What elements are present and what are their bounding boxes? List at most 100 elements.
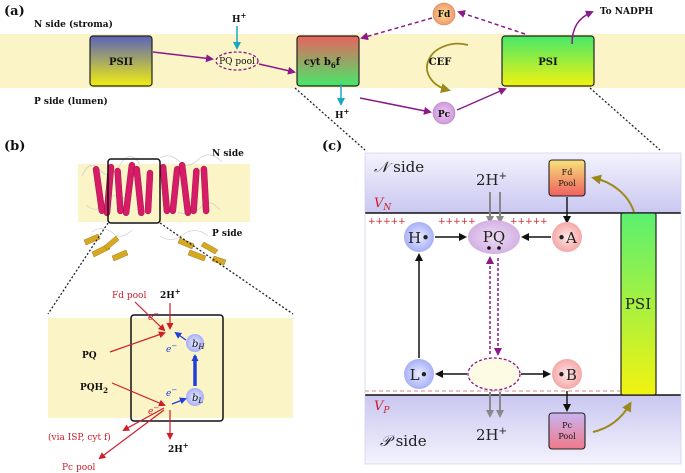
red-arrow-pqh2-to-qp	[111, 382, 166, 407]
psi-bar	[620, 212, 657, 396]
highlight-box-b	[107, 158, 161, 224]
pq-pool-ellipse	[215, 51, 259, 71]
zoom-line-left-a	[294, 87, 366, 151]
fd-pool-label-b: Fd pool	[112, 291, 146, 301]
psii-label: PSII	[109, 57, 133, 68]
arrow-psi-fd	[457, 10, 526, 35]
heme-bl	[186, 388, 204, 406]
psii-box	[89, 35, 153, 87]
arrow-cyt-pc	[359, 97, 432, 115]
panel-c-label: (c)	[322, 139, 342, 154]
site-qp-empty	[467, 357, 521, 391]
blue-arrow-qp-to-bl	[171, 397, 187, 405]
p-side-label-b: P side	[212, 229, 243, 239]
two-h-top-b: 2H+	[160, 287, 181, 301]
n-side-band	[365, 153, 681, 213]
cef-label: CEF	[429, 57, 452, 68]
site-l-label: L•	[410, 366, 429, 384]
fd-node	[432, 2, 456, 26]
protein-structure-illustration	[81, 154, 227, 266]
to-nadph-label: To NADPH	[600, 7, 654, 17]
cef-cycle-arrow	[426, 42, 469, 94]
red-arrow-fd-to-qn	[134, 301, 166, 332]
vp-label: VP	[374, 399, 390, 416]
p-side-label: P side (lumen)	[34, 96, 108, 107]
site-pq-label: PQ	[483, 228, 505, 246]
pc-pool-line1: Pc	[562, 421, 572, 430]
pc-pool-line2: Pool	[558, 432, 576, 441]
e-minus-top: e−	[148, 310, 159, 323]
fd-label: Fd	[438, 10, 451, 20]
site-pq	[468, 220, 520, 254]
psi-box	[501, 35, 595, 87]
pq-label-b: PQ	[82, 351, 97, 361]
zoom-line-right-a	[589, 87, 661, 151]
two-h-bottom-b: 2H+	[168, 441, 189, 455]
via-label-b: (via ISP, cyt f)	[48, 432, 111, 443]
fd-pool-line1: Fd	[562, 168, 573, 177]
pq-pool-label: PQ pool	[219, 57, 255, 67]
site-h-label: H•	[408, 229, 430, 247]
h-plus-top-a: H+	[232, 11, 247, 25]
site-b	[552, 359, 582, 389]
fd-pool-box	[548, 159, 586, 197]
olive-arrow-pc-to-psi	[592, 401, 632, 433]
psi-label-c: PSI	[625, 295, 651, 313]
e-minus-bottom: e−	[148, 404, 159, 417]
cytb6f-label: cyt b6f	[304, 57, 341, 70]
red-arrow-pq-to-qn	[109, 331, 166, 353]
e-minus-blue-top: e−	[166, 342, 177, 355]
p-side-band	[365, 395, 681, 464]
e-minus-blue-bottom: e−	[166, 386, 177, 399]
arrow-to-nadph	[571, 10, 594, 45]
site-a-label: •A	[557, 229, 577, 247]
cytb6f-detail-box	[130, 314, 224, 422]
red-arrow-qp-to-pcpool	[98, 409, 165, 460]
vn-label: VN	[374, 196, 392, 213]
pq-electron-2	[497, 246, 501, 250]
heme-bh-label: bH	[192, 339, 205, 351]
panel-c-frame	[364, 152, 682, 465]
n-side-label: N side (stroma)	[34, 19, 113, 30]
two-h-top-c: 2H+	[476, 171, 507, 189]
olive-arrow-psi-to-fd	[591, 174, 635, 213]
panel-a-label: (a)	[4, 4, 25, 19]
pluses-right: +++++	[510, 217, 548, 227]
panel-b: (b) N side P side	[4, 139, 294, 473]
membrane-band-b-detail	[48, 318, 293, 418]
site-l	[404, 359, 434, 389]
pc-pool-box	[548, 412, 586, 450]
pqh2-label-b: PQH2	[80, 383, 108, 395]
n-side-label-c: 𝒩 side	[374, 158, 424, 176]
two-h-bottom-c: 2H+	[476, 426, 507, 444]
arrow-fd-cyt	[360, 17, 433, 41]
heme-bl-label: bL	[192, 393, 203, 405]
pc-pool-label-b: Pc pool	[62, 463, 96, 473]
panel-c: (c) 𝒩 side 𝒫 side VN VP +++++ +++++ ++++…	[322, 139, 682, 465]
red-arrow-qp-to-via	[122, 407, 165, 431]
cytb6f-box	[296, 35, 360, 87]
arrow-pq-cyt	[258, 63, 296, 75]
panel-a: (a) N side (stroma) P side (lumen) PSII …	[0, 2, 685, 151]
site-a	[552, 222, 582, 252]
n-side-label-b: N side	[212, 149, 244, 159]
zoom-line-right-b	[159, 222, 294, 315]
zoom-line-left-b	[47, 222, 109, 315]
pc-label: Pc	[438, 110, 451, 120]
pluses-mid: +++++	[438, 217, 476, 227]
arrow-pc-psi	[456, 87, 507, 111]
pluses-left: +++++	[368, 217, 406, 227]
psi-label-a: PSI	[538, 57, 558, 68]
arrow-psii-pq	[152, 51, 214, 63]
panel-b-label: (b)	[4, 139, 25, 154]
blue-arrow-bh-to-qn	[174, 331, 187, 341]
p-side-label-c: 𝒫 side	[380, 432, 427, 450]
heme-bh	[186, 334, 204, 352]
site-b-label: •B	[557, 366, 577, 384]
site-h	[404, 222, 434, 252]
pc-node	[432, 101, 456, 125]
fd-pool-line2: Pool	[558, 179, 576, 188]
pq-electron-1	[487, 246, 491, 250]
h-plus-bottom-a: H+	[335, 107, 350, 121]
